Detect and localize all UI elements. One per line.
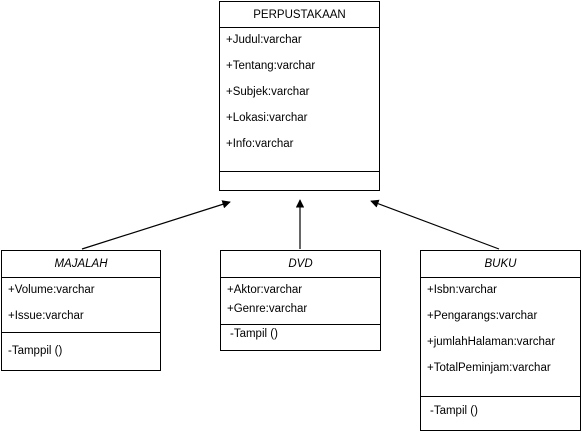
class-majalah[interactable]: MAJALAH +Volume:varchar +Issue:varchar -…: [1, 250, 161, 371]
class-name-buku: BUKU: [421, 251, 580, 278]
class-buku[interactable]: BUKU +Isbn:varchar +Pengarangs:varchar +…: [420, 250, 581, 431]
attribute-jumlah-halaman: +jumlahHalaman:varchar: [427, 336, 556, 348]
edge-buku-to-perpustakaan: [370, 199, 500, 250]
attribute-volume: +Volume:varchar: [8, 284, 95, 296]
attribute-isbn: +Isbn:varchar: [427, 284, 497, 296]
attribute-info: +Info:varchar: [226, 138, 294, 150]
attribute-genre: +Genre:varchar: [227, 303, 308, 315]
class-name-dvd: DVD: [221, 251, 380, 278]
attribute-subjek: +Subjek:varchar: [226, 86, 310, 98]
edge-majalah-to-perpustakaan: [81, 200, 231, 250]
attribute-pengarangs: +Pengarangs:varchar: [427, 310, 538, 322]
attributes-dvd: +Aktor:varchar +Genre:varchar: [221, 278, 380, 325]
attributes-majalah: +Volume:varchar +Issue:varchar: [2, 278, 160, 333]
method-tampil: -Tampil (): [230, 328, 278, 340]
methods-perpustakaan: [220, 172, 379, 190]
attributes-buku: +Isbn:varchar +Pengarangs:varchar +jumla…: [421, 278, 580, 397]
class-name-perpustakaan: PERPUSTAKAAN: [220, 2, 379, 28]
methods-dvd: -Tampil (): [221, 325, 380, 350]
class-perpustakaan[interactable]: PERPUSTAKAAN +Judul:varchar +Tentang:var…: [219, 1, 380, 191]
attribute-issue: +Issue:varchar: [8, 310, 84, 322]
attributes-perpustakaan: +Judul:varchar +Tentang:varchar +Subjek:…: [220, 28, 379, 172]
attribute-lokasi: +Lokasi:varchar: [226, 112, 308, 124]
methods-majalah: -Tamppil (): [2, 333, 160, 370]
method-tampil: -Tampil (): [430, 405, 478, 417]
class-dvd[interactable]: DVD +Aktor:varchar +Genre:varchar -Tampi…: [220, 250, 381, 351]
attribute-judul: +Judul:varchar: [226, 34, 302, 46]
method-tamppil: -Tamppil (): [8, 345, 63, 357]
class-name-majalah: MAJALAH: [2, 251, 160, 278]
attribute-aktor: +Aktor:varchar: [227, 284, 303, 296]
attribute-total-peminjam: +TotalPeminjam:varchar: [427, 362, 551, 374]
attribute-tentang: +Tentang:varchar: [226, 60, 316, 72]
methods-buku: -Tampil (): [421, 397, 580, 430]
